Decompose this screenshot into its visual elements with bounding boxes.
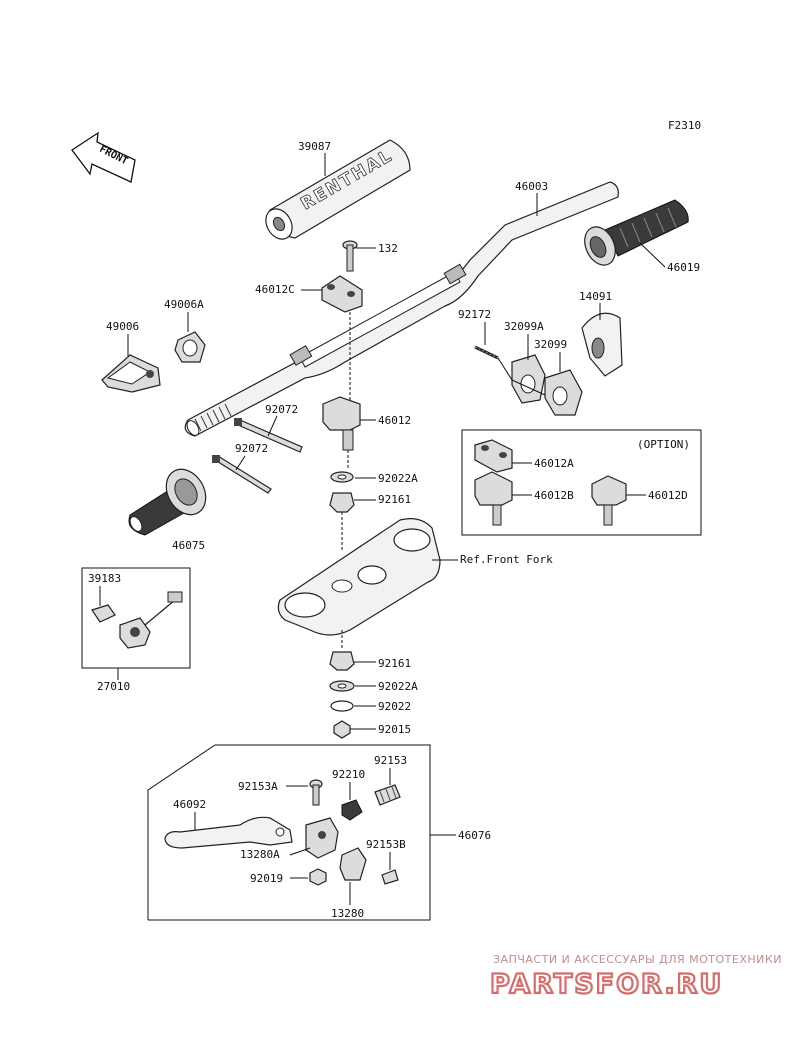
part-label-46012: 46012: [378, 414, 411, 427]
part-label-92022A-top: 92022A: [378, 472, 418, 485]
part-label-32099A: 32099A: [504, 320, 544, 333]
part-label-49006A: 49006A: [164, 298, 204, 311]
cable-ties: [212, 418, 303, 494]
part-label-46012B: 46012B: [534, 489, 574, 502]
part-label-92022: 92022: [378, 700, 411, 713]
part-label-49006: 49006: [106, 320, 139, 333]
part-label-92019: 92019: [250, 872, 283, 885]
part-label-46012D: 46012D: [648, 489, 688, 502]
part-label-46075: 46075: [172, 539, 205, 552]
clamp-46012A: [474, 439, 513, 473]
part-label-13280: 13280: [331, 907, 364, 920]
watermark-tagline: ЗАПЧАСТИ И АКСЕССУАРЫ ДЛЯ МОТОТЕХНИКИ: [493, 953, 782, 966]
part-label-13280A: 13280A: [240, 848, 280, 861]
part-label-92153: 92153: [374, 754, 407, 767]
watermark-logo: PARTSFOR.RU: [490, 969, 723, 1000]
lower-clamp: [322, 396, 361, 451]
part-label-46012C: 46012C: [255, 283, 295, 296]
damper-92161-top: [329, 492, 355, 513]
clamp-49006A: [174, 331, 206, 363]
part-label-39183: 39183: [88, 572, 121, 585]
handlebar-pad: RENTHAL: [265, 139, 411, 240]
part-label-92072-b: 92072: [235, 442, 268, 455]
part-label-92172: 92172: [458, 308, 491, 321]
figure-code: F2310: [668, 119, 701, 132]
handlebar: [184, 181, 619, 437]
nut-92019: [309, 868, 327, 886]
option-box: [461, 429, 702, 536]
clutch-lever: [164, 816, 293, 849]
washer-92022: [330, 700, 354, 712]
clutch-lever-box: [147, 744, 431, 921]
part-label-92210: 92210: [332, 768, 365, 781]
part-label-46092: 46092: [173, 798, 206, 811]
option-label: (OPTION): [637, 438, 690, 451]
triple-clamp: [277, 518, 441, 636]
part-label-92153B: 92153B: [366, 838, 406, 851]
part-label-32099: 32099: [534, 338, 567, 351]
part-label-92072-a: 92072: [265, 403, 298, 416]
part-label-46019: 46019: [667, 261, 700, 274]
engine-stop-switch: [91, 591, 183, 649]
clamp-46012B: [474, 471, 513, 526]
part-label-27010: 27010: [97, 680, 130, 693]
part-label-92015: 92015: [378, 723, 411, 736]
front-arrow-icon: FRONT: [71, 131, 136, 183]
clamp-46012D: [591, 475, 627, 526]
part-label-92153A: 92153A: [238, 780, 278, 793]
part-label-46003: 46003: [515, 180, 548, 193]
part-label-46076: 46076: [458, 829, 491, 842]
nut-92210: [341, 799, 363, 821]
part-label-46012A: 46012A: [534, 457, 574, 470]
bolt-92153A: [309, 779, 323, 806]
throttle-cover: [581, 312, 623, 377]
bolt-92153B: [381, 869, 399, 885]
bolt-132: [342, 240, 358, 272]
switch-box: [81, 567, 191, 669]
part-label-14091: 14091: [579, 290, 612, 303]
damper-92161-bottom: [329, 651, 355, 671]
left-grip: [128, 468, 207, 536]
part-label-92022A-bottom: 92022A: [378, 680, 418, 693]
ref-front-fork-label: Ref.Front Fork: [460, 553, 553, 566]
adjuster-92153: [374, 784, 401, 806]
upper-clamp: [321, 275, 363, 313]
right-grip-throttle: [584, 199, 689, 266]
part-label-39087: 39087: [298, 140, 331, 153]
part-label-132: 132: [378, 242, 398, 255]
nut-92015: [333, 720, 351, 739]
lever-holder: [305, 817, 367, 881]
part-label-92161-bottom: 92161: [378, 657, 411, 670]
bracket-49006: [101, 354, 161, 393]
screw-92172: [474, 345, 499, 360]
part-label-92161-top: 92161: [378, 493, 411, 506]
